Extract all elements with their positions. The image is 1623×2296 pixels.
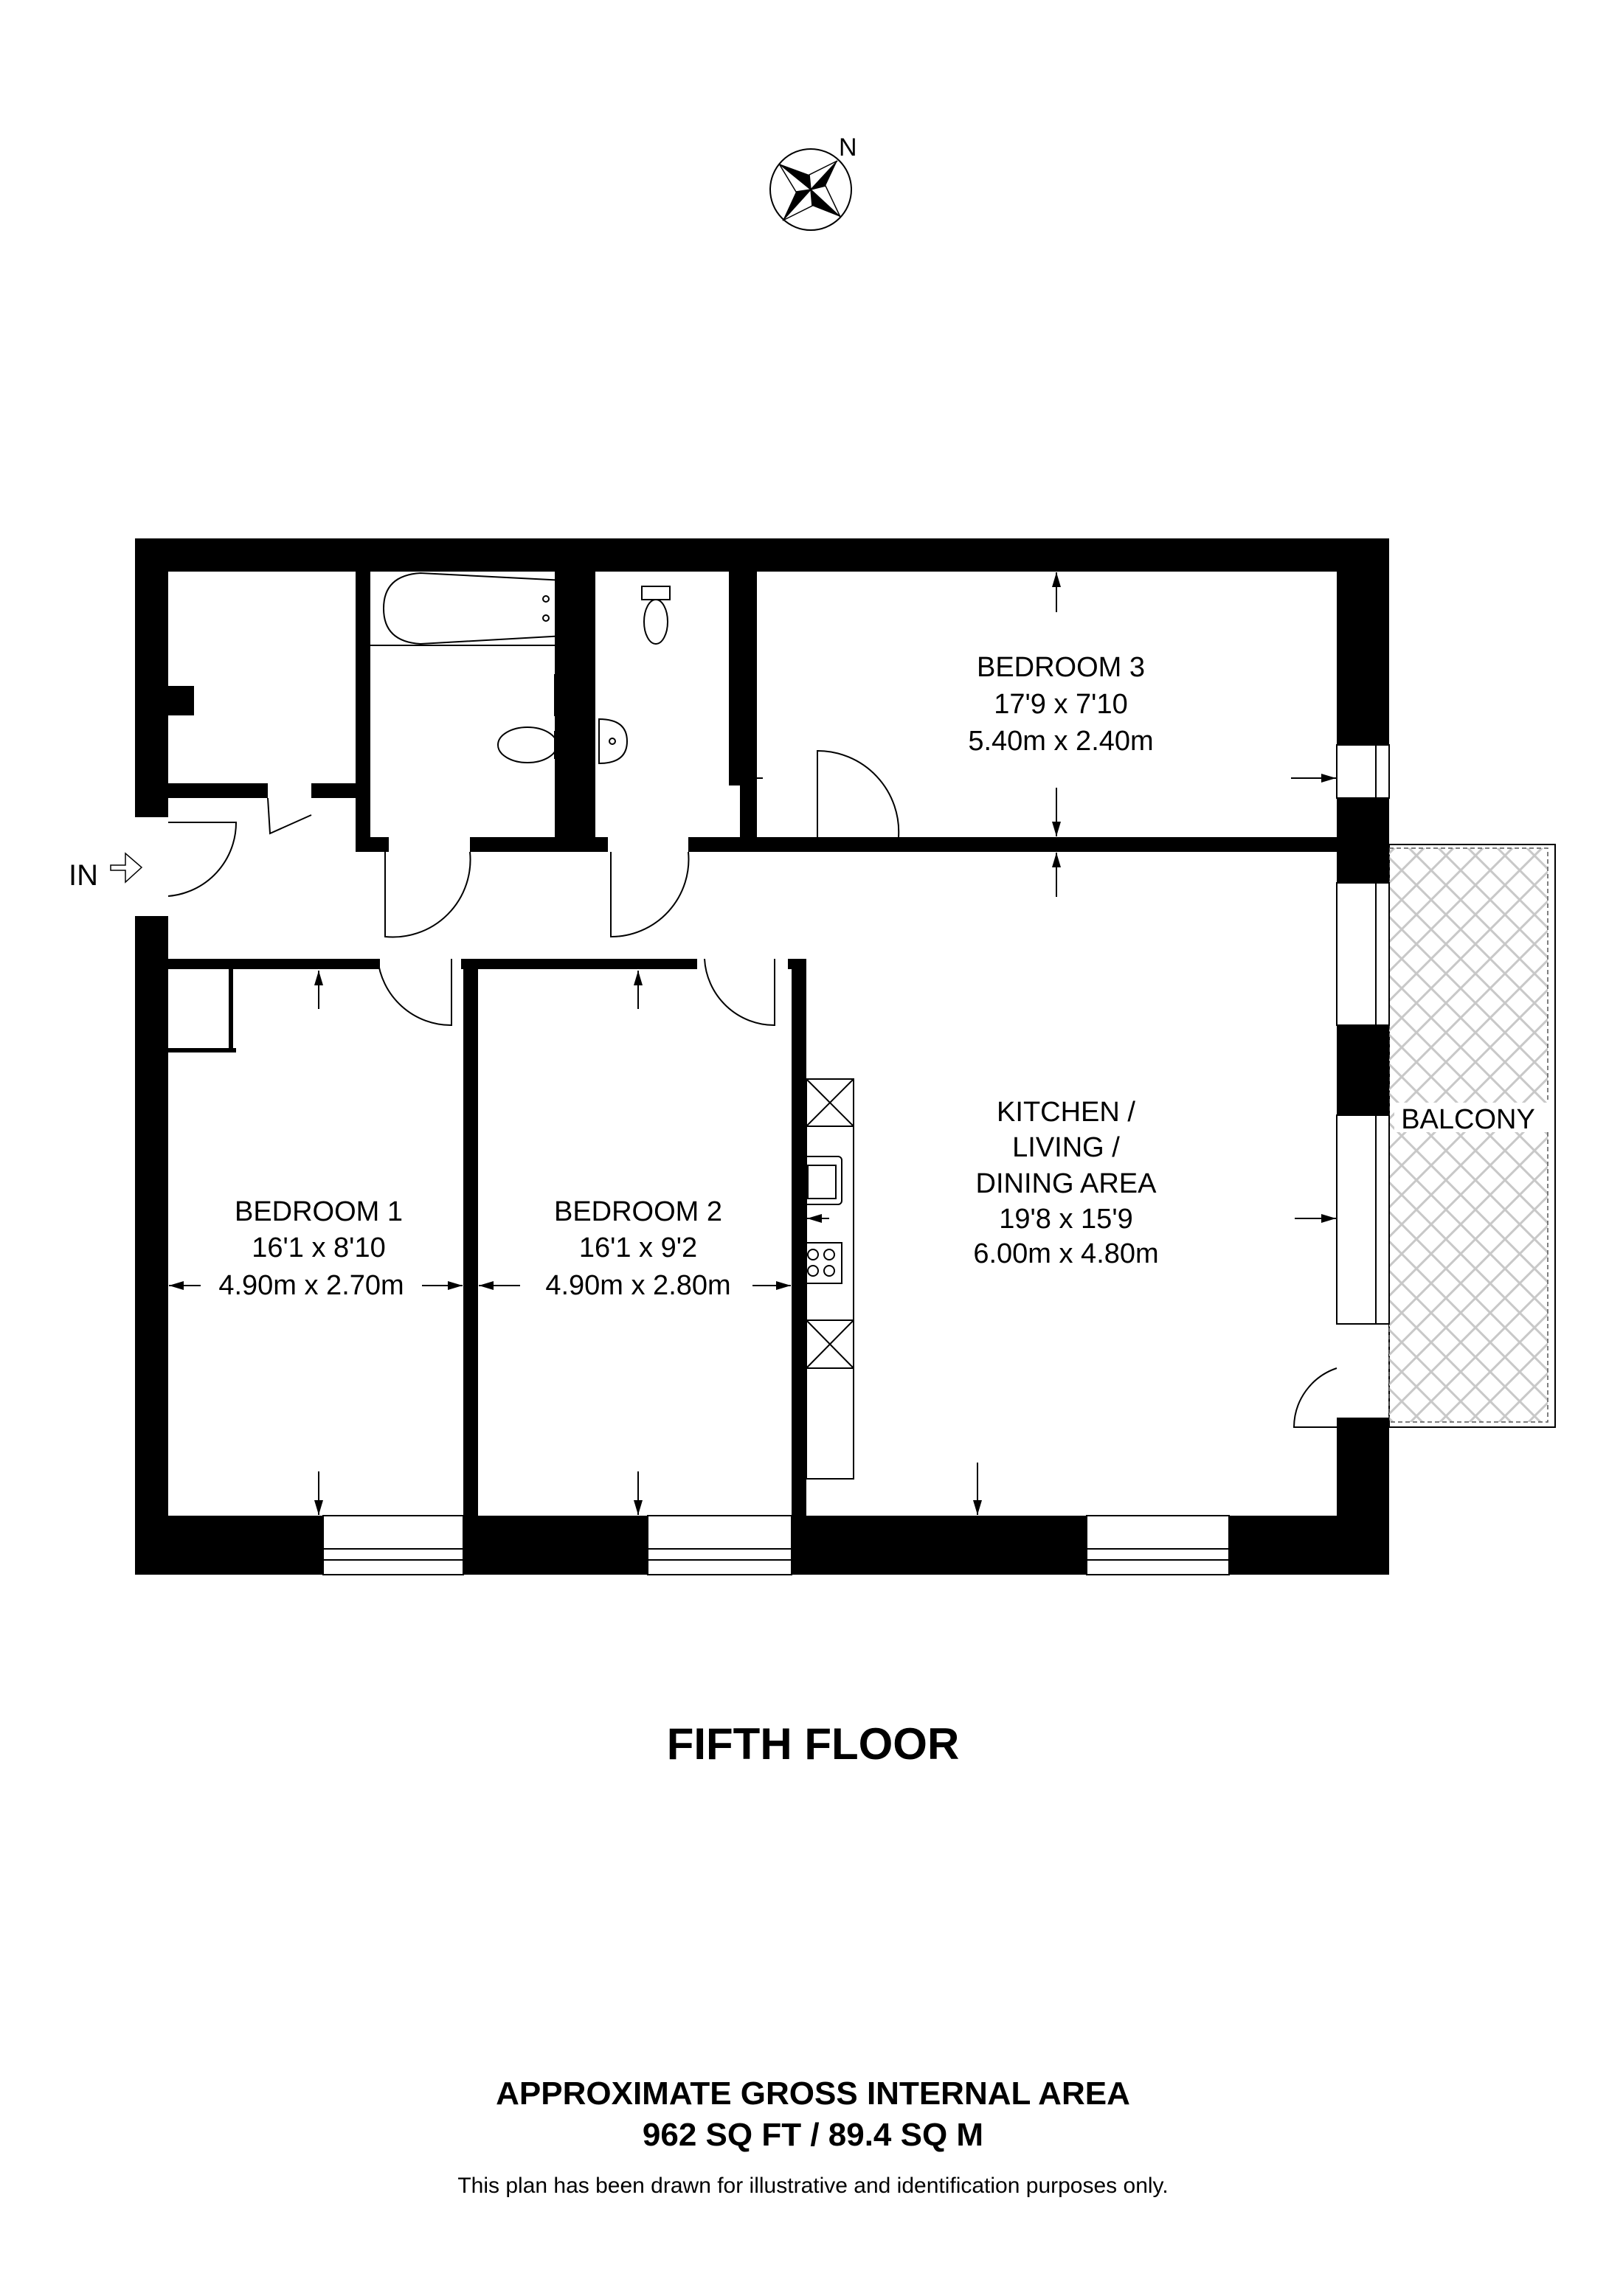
room-bedroom-2: BEDROOM 2 16'1 x 9'2 4.90m x 2.80m bbox=[545, 1196, 730, 1301]
outer-walls bbox=[135, 538, 1389, 1575]
interior-walls bbox=[168, 572, 1337, 1516]
room-imperial: 16'1 x 9'2 bbox=[579, 1232, 697, 1263]
balcony-label: BALCONY bbox=[1401, 1104, 1535, 1135]
compass-rose-icon bbox=[769, 148, 852, 231]
dimension-arrows bbox=[169, 572, 1336, 1515]
entrance-marker: IN bbox=[69, 852, 143, 892]
entrance-label: IN bbox=[69, 859, 98, 892]
room-bedroom-3: BEDROOM 3 17'9 x 7'10 5.40m x 2.40m bbox=[968, 652, 1153, 757]
bathroom-sink bbox=[554, 674, 574, 716]
room-bedroom-1: BEDROOM 1 16'1 x 8'10 4.90m x 2.70m bbox=[218, 1196, 404, 1301]
disclaimer: This plan has been drawn for illustrativ… bbox=[457, 2174, 1168, 2198]
room-name-line-3: DINING AREA bbox=[976, 1168, 1157, 1199]
room-name: BEDROOM 1 bbox=[235, 1196, 403, 1227]
room-metric: 6.00m x 4.80m bbox=[973, 1238, 1158, 1269]
balcony: BALCONY bbox=[1388, 844, 1556, 1428]
room-name-line-1: KITCHEN / bbox=[997, 1097, 1135, 1128]
room-imperial: 19'8 x 15'9 bbox=[999, 1204, 1132, 1235]
kitchen-hob bbox=[800, 1242, 842, 1284]
floor-title: FIFTH FLOOR bbox=[667, 1719, 960, 1769]
wc-basin bbox=[598, 718, 629, 765]
doors bbox=[167, 749, 1337, 1428]
compass-north-label: N bbox=[839, 133, 857, 162]
room-metric: 4.90m x 2.70m bbox=[218, 1270, 404, 1301]
room-name-line-2: LIVING / bbox=[1012, 1132, 1120, 1163]
room-name: BEDROOM 2 bbox=[554, 1196, 722, 1227]
room-imperial: 17'9 x 7'10 bbox=[994, 689, 1127, 720]
area-title: APPROXIMATE GROSS INTERNAL AREA bbox=[496, 2075, 1130, 2112]
room-imperial: 16'1 x 8'10 bbox=[252, 1232, 385, 1263]
room-kitchen-living-dining: KITCHEN / LIVING / DINING AREA 19'8 x 15… bbox=[973, 1097, 1158, 1269]
wc-toilet bbox=[641, 586, 671, 645]
entrance-arrow-icon bbox=[110, 852, 143, 884]
room-metric: 5.40m x 2.40m bbox=[968, 726, 1153, 757]
kitchen-sink bbox=[802, 1156, 842, 1205]
kitchen-units bbox=[800, 1078, 854, 1480]
bathtub bbox=[370, 572, 581, 646]
room-name: BEDROOM 3 bbox=[977, 652, 1145, 683]
room-metric: 4.90m x 2.80m bbox=[545, 1270, 730, 1301]
windows bbox=[322, 744, 1390, 1575]
area-value: 962 SQ FT / 89.4 SQ M bbox=[643, 2117, 983, 2153]
bathroom-toilet bbox=[497, 726, 560, 763]
